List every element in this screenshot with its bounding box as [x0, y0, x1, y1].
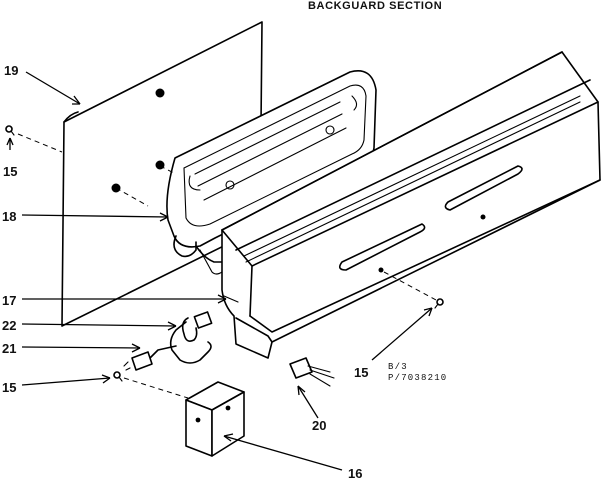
- screw-15-right: [434, 298, 444, 309]
- callout-labels: 19 15 18 17 22 21 15 15 20 16: [2, 63, 368, 481]
- callout-21: 21: [2, 341, 16, 356]
- assembly-dashed-lines: [17, 133, 437, 399]
- callout-16: 16: [348, 466, 362, 481]
- leader-lines: [6, 71, 433, 471]
- callout-20: 20: [312, 418, 326, 433]
- callout-19: 19: [4, 63, 18, 78]
- reference-code-line-2: P/7038210: [388, 373, 448, 383]
- callout-15-top: 15: [3, 164, 17, 179]
- part-16-bracket: [185, 381, 245, 457]
- part-20-connector: [289, 357, 335, 387]
- reference-code-line-1: B/3: [388, 362, 408, 372]
- diagram-title: BACKGUARD SECTION: [308, 0, 443, 12]
- callout-18: 18: [2, 209, 16, 224]
- callout-17: 17: [2, 293, 16, 308]
- screw-15-top: [5, 125, 15, 136]
- screw-15-left: [113, 371, 123, 382]
- callout-15-left: 15: [2, 380, 16, 395]
- part-17-console-housing: [221, 51, 601, 359]
- part-22-21-wiring-harness: [123, 311, 213, 371]
- callout-22: 22: [2, 318, 16, 333]
- callout-15-right: 15: [354, 365, 368, 380]
